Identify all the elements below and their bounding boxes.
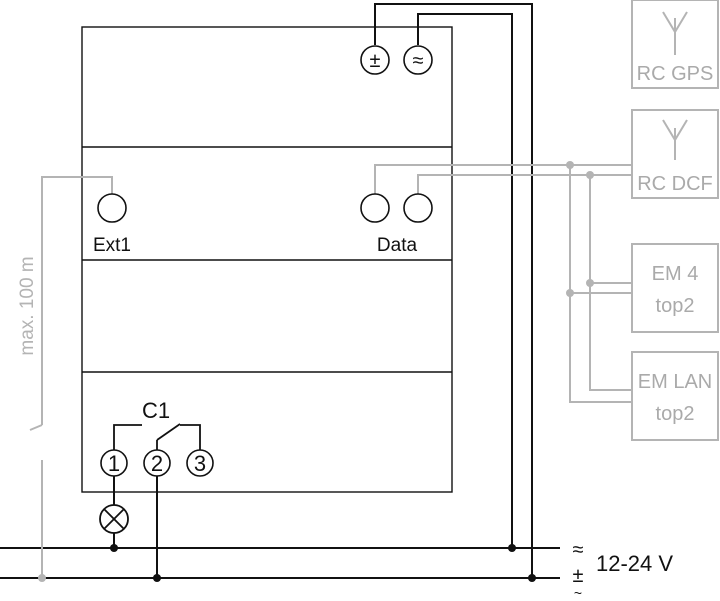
data-terminal-a bbox=[360, 193, 390, 223]
relay-terminal-1: 1 bbox=[100, 449, 128, 477]
ext1-label: Ext1 bbox=[93, 235, 131, 256]
data-terminal-b bbox=[403, 193, 433, 223]
relay-c1: C1 1 2 3 bbox=[99, 398, 214, 582]
module-em-lan: EM LAN top2 bbox=[631, 351, 719, 441]
module-em4: EM 4 top2 bbox=[631, 243, 719, 333]
module-label-line-2: top2 bbox=[656, 295, 695, 317]
antenna-icon bbox=[662, 11, 688, 55]
relay-contact-3-lead bbox=[180, 424, 201, 450]
module-label-line-1: EM 4 bbox=[652, 263, 699, 285]
junction-dot bbox=[566, 289, 574, 297]
supply-voltage-label: 12-24 V bbox=[596, 551, 673, 576]
wire-bus-b-down bbox=[589, 175, 632, 391]
power-terminal-plus: ± bbox=[360, 45, 390, 75]
relay-contact-1-lead bbox=[113, 424, 142, 450]
power-terminal-ac: ≈ bbox=[403, 45, 433, 75]
supply-dc-symbol: ± bbox=[573, 565, 584, 587]
junction-dot bbox=[153, 574, 161, 582]
max-length-label: max. 100 m bbox=[17, 256, 38, 355]
data-wiring bbox=[29, 164, 632, 578]
power-ac-symbol: ≈ bbox=[413, 50, 424, 72]
relay-label: C1 bbox=[142, 398, 170, 423]
wire-ext1 bbox=[41, 176, 113, 425]
relay-switch-arm bbox=[156, 423, 181, 441]
data-junctions bbox=[38, 161, 594, 582]
module-label: RC DCF bbox=[637, 173, 713, 195]
device-housing bbox=[81, 26, 453, 493]
module-box bbox=[631, 351, 719, 441]
wire-data-a bbox=[374, 164, 632, 195]
module-rc-gps: RC GPS bbox=[631, 0, 719, 89]
wire-ac bbox=[417, 13, 513, 548]
ext1-terminal bbox=[97, 193, 127, 223]
module-label-line-1: EM LAN bbox=[638, 371, 712, 393]
supply-labels: ≈ ± ~ 12-24 V bbox=[573, 539, 674, 601]
ext-switch-lever bbox=[29, 424, 43, 431]
module-label-line-2: top2 bbox=[656, 403, 695, 425]
terminal-number: 3 bbox=[194, 451, 206, 476]
relay-terminal-3: 3 bbox=[186, 449, 214, 477]
module-rc-dcf: RC DCF bbox=[631, 109, 719, 199]
junction-dot bbox=[586, 279, 594, 287]
module-label: RC GPS bbox=[637, 63, 714, 85]
relay-terminal-2: 2 bbox=[143, 449, 171, 477]
terminal-circle bbox=[403, 45, 433, 75]
junction-dot bbox=[38, 574, 46, 582]
wire-data-b bbox=[417, 174, 632, 195]
terminal-circle bbox=[360, 45, 390, 75]
data-label: Data bbox=[377, 235, 418, 256]
junction-dot bbox=[110, 544, 118, 552]
wire-dc-plus bbox=[374, 3, 533, 578]
supply-ac-symbol: ≈ bbox=[573, 539, 584, 561]
junction-dot-dc bbox=[528, 574, 536, 582]
junction-dot-ac bbox=[508, 544, 516, 552]
module-box bbox=[631, 243, 719, 333]
terminal-number: 2 bbox=[151, 451, 163, 476]
supply-dc-tilde: ~ bbox=[574, 585, 582, 601]
antenna-icon bbox=[662, 119, 688, 160]
terminal-circle bbox=[186, 449, 214, 477]
power-plus-symbol: ± bbox=[370, 50, 381, 72]
lamp-icon bbox=[99, 504, 129, 534]
power-wiring bbox=[0, 3, 560, 579]
junction-dot bbox=[586, 171, 594, 179]
terminal-number: 1 bbox=[108, 451, 120, 476]
wire-bus-a-down bbox=[569, 165, 632, 403]
junction-dot bbox=[566, 161, 574, 169]
